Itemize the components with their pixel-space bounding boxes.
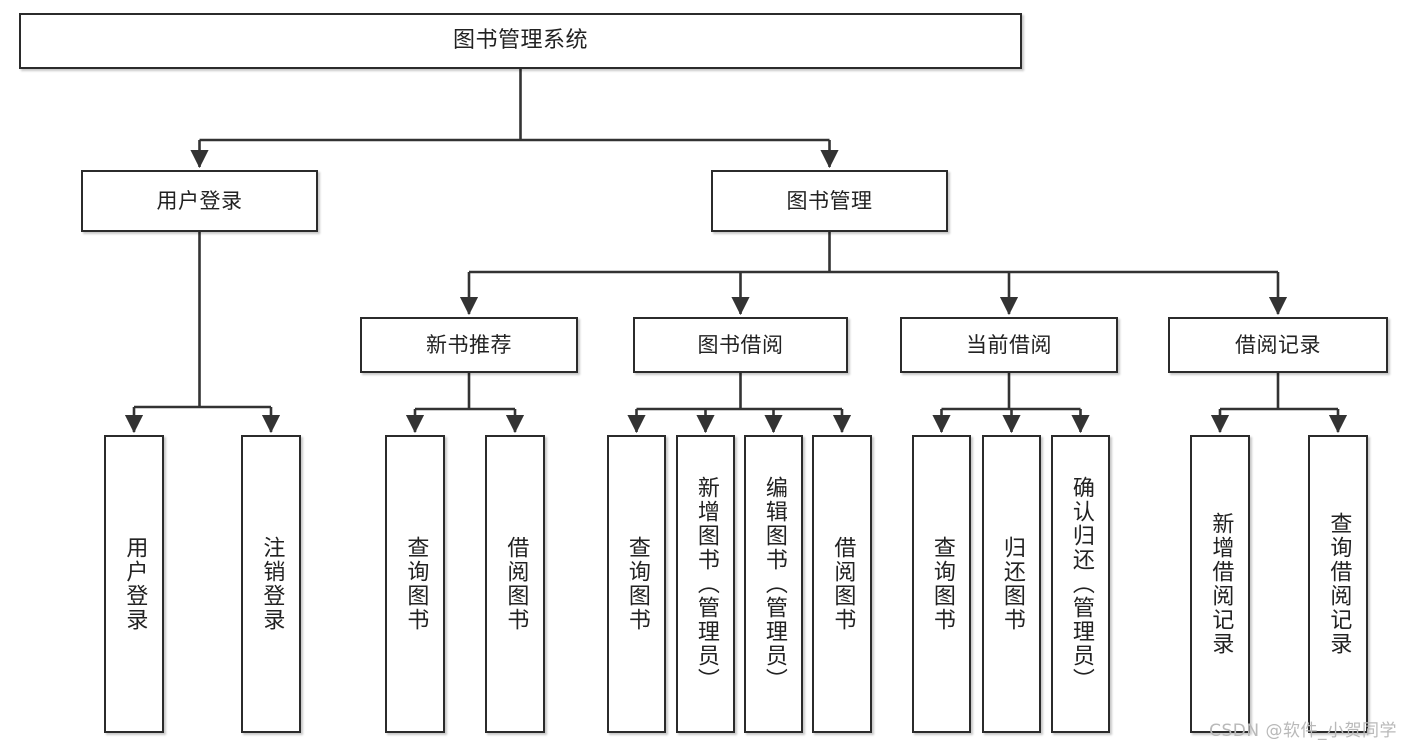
leaf-box-2[interactable]: 查询图书 (385, 435, 445, 733)
node-label: 借阅图书 (503, 536, 529, 632)
leaf-box-9[interactable]: 归还图书 (982, 435, 1041, 733)
node-label: 用户登录 (156, 188, 243, 213)
node-label: 新增借阅记录 (1208, 512, 1234, 656)
level1-box-1[interactable]: 图书管理 (711, 170, 948, 232)
leaf-box-4[interactable]: 查询图书 (607, 435, 666, 733)
node-label: 图书管理系统 (452, 28, 588, 54)
node-label: 确认归还（管理员） (1068, 476, 1094, 692)
level1-box-0[interactable]: 用户登录 (81, 170, 318, 232)
node-label: 编辑图书（管理员） (761, 476, 787, 692)
node-label: 新书推荐 (426, 332, 512, 357)
node-label: 新增图书（管理员） (693, 476, 719, 692)
csdn-watermark: CSDN @软件_小贺同学 (1209, 721, 1397, 741)
node-label: 注销登录 (259, 536, 285, 632)
node-label: 查询图书 (403, 536, 429, 632)
leaf-box-1[interactable]: 注销登录 (241, 435, 301, 733)
level2-box-2[interactable]: 当前借阅 (900, 317, 1118, 373)
leaf-box-6[interactable]: 编辑图书（管理员） (744, 435, 803, 733)
leaf-box-7[interactable]: 借阅图书 (812, 435, 872, 733)
level2-box-3[interactable]: 借阅记录 (1168, 317, 1388, 373)
level2-box-0[interactable]: 新书推荐 (360, 317, 578, 373)
leaf-box-10[interactable]: 确认归还（管理员） (1051, 435, 1110, 733)
leaf-box-8[interactable]: 查询图书 (912, 435, 971, 733)
node-label: 图书管理 (786, 188, 873, 213)
node-label: 图书借阅 (697, 332, 784, 357)
leaf-box-3[interactable]: 借阅图书 (485, 435, 545, 733)
node-label: 归还图书 (999, 536, 1025, 632)
leaf-box-5[interactable]: 新增图书（管理员） (676, 435, 735, 733)
node-label: 查询图书 (929, 536, 955, 632)
node-label: 查询借阅记录 (1326, 512, 1352, 656)
node-label: 借阅图书 (830, 536, 856, 632)
node-label: 用户登录 (122, 536, 148, 632)
leaf-box-12[interactable]: 查询借阅记录 (1308, 435, 1368, 733)
level2-box-1[interactable]: 图书借阅 (633, 317, 848, 373)
leaf-box-0[interactable]: 用户登录 (104, 435, 164, 733)
root-box-0[interactable]: 图书管理系统 (19, 13, 1022, 69)
node-label: 借阅记录 (1235, 332, 1321, 357)
node-label: 当前借阅 (966, 332, 1052, 357)
leaf-box-11[interactable]: 新增借阅记录 (1190, 435, 1250, 733)
node-label: 查询图书 (624, 536, 650, 632)
